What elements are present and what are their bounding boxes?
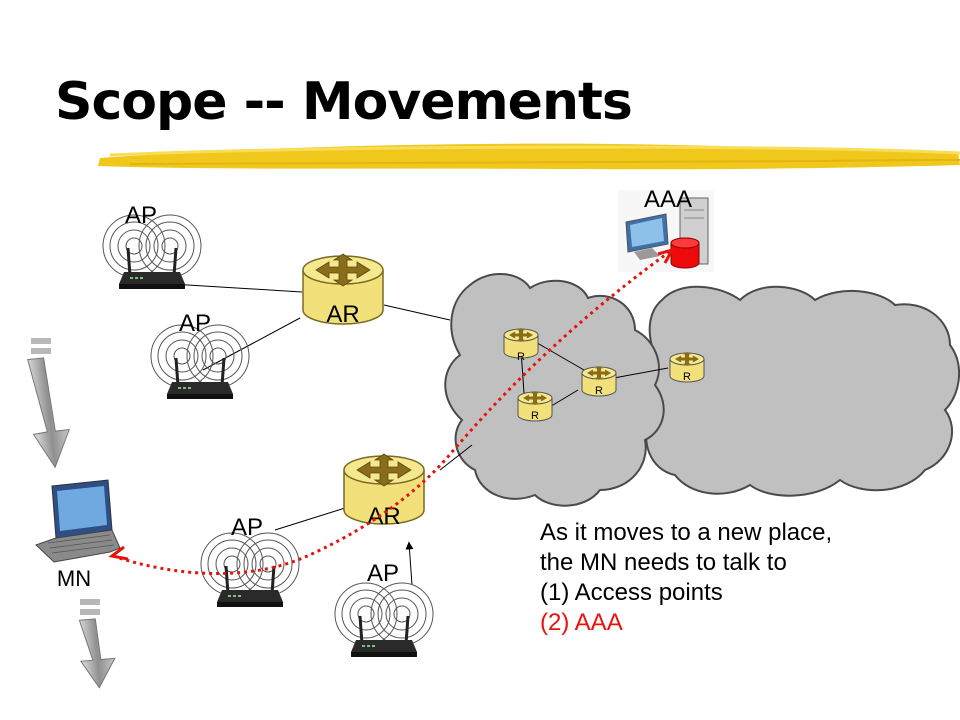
core-router-2: R xyxy=(581,365,617,397)
movement-arrow-bottom-icon xyxy=(78,599,116,689)
title-underline-brush xyxy=(98,143,960,170)
mn-aaa-path xyxy=(112,248,673,576)
aaa-server xyxy=(618,190,714,272)
access-router-bottom: AR xyxy=(343,453,425,530)
network-cloud-left xyxy=(444,272,665,507)
caption-line-2: the MN needs to talk to xyxy=(540,549,787,576)
ap-label: AP xyxy=(179,310,211,337)
network-cloud-right xyxy=(639,285,960,497)
core-router-3: R xyxy=(517,390,553,422)
router-label: R xyxy=(595,385,603,397)
connection-lines xyxy=(154,282,669,531)
movement-arrow-top-icon xyxy=(27,338,70,469)
caption: As it moves to a new place, the MN needs… xyxy=(540,518,832,638)
ap-label: AP xyxy=(231,514,263,541)
caption-line-1: As it moves to a new place, xyxy=(540,519,833,546)
ap-label: AP xyxy=(367,560,399,587)
ap-label: AP xyxy=(125,202,157,229)
router-label: R xyxy=(531,410,539,422)
ar-label: AR xyxy=(326,301,359,328)
access-point-4 xyxy=(333,581,435,659)
ap-to-ar-arrow xyxy=(405,541,414,586)
aaa-label: AAA xyxy=(644,186,692,213)
ar-label: AR xyxy=(367,503,400,530)
access-router-top: AR xyxy=(302,253,384,328)
router-label: R xyxy=(683,371,691,383)
mn-aaa-path-arrowhead-aaa xyxy=(657,247,676,264)
core-router-1: R xyxy=(503,327,539,363)
mn-aaa-path-arrowhead-mn xyxy=(108,545,129,561)
mobile-node-laptop xyxy=(35,479,121,563)
router-label: R xyxy=(517,351,525,363)
mn-label: MN xyxy=(57,566,91,591)
core-router-4: R xyxy=(669,351,705,383)
caption-item-aaa: (2) AAA xyxy=(540,609,623,636)
access-point-3 xyxy=(199,531,301,609)
caption-item-access-points: (1) Access points xyxy=(540,579,723,606)
slide-title: Scope -- Movements xyxy=(55,72,633,132)
